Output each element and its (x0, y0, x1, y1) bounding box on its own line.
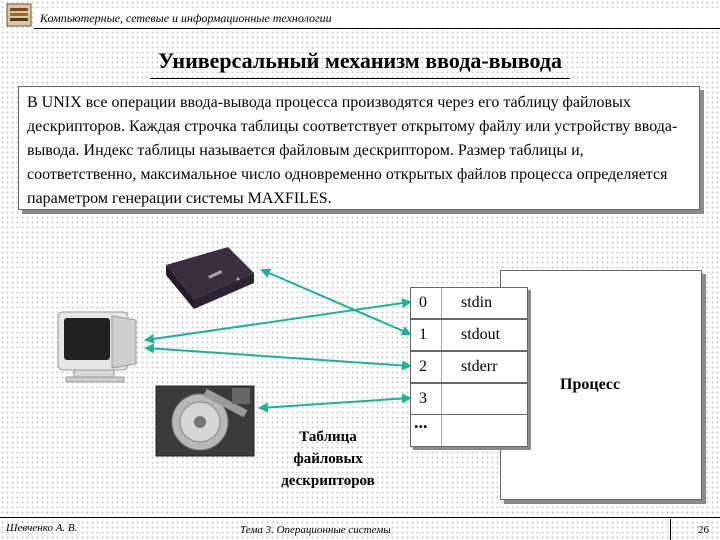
descriptor-name: stdin (461, 294, 493, 311)
column-divider (441, 288, 442, 318)
arrow-stdout-to-tape (260, 268, 412, 336)
table-label-line-3: дескрипторов (281, 473, 375, 489)
topic-title: Тема 3. Операционные системы (240, 524, 391, 536)
column-divider (441, 352, 442, 382)
descriptor-index: 2 (419, 358, 427, 375)
slide-header: Компьютерные, сетевые и информационные т… (0, 0, 720, 30)
descriptor-row-2: 2 stderr (410, 351, 528, 383)
descriptor-index: 1 (419, 326, 427, 343)
descriptor-index: 0 (419, 294, 427, 311)
descriptor-row-0: 0 stdin (410, 287, 528, 319)
arrow-stdin-to-monitor (144, 298, 412, 344)
process-label: Процесс (560, 376, 621, 393)
page-number: 26 (698, 524, 709, 536)
table-ellipsis: ... (414, 412, 428, 432)
descriptor-row-1: 1 stdout (410, 319, 528, 351)
info-text-box: В UNIX все операции ввода-вывода процесс… (18, 86, 700, 210)
process-box (500, 270, 702, 500)
footer-divider (0, 517, 720, 518)
course-title: Компьютерные, сетевые и информационные т… (34, 8, 720, 28)
column-divider (441, 415, 442, 446)
monitor-icon (57, 311, 137, 383)
book-stack-icon (6, 3, 32, 27)
arrow-fd3-to-disk (258, 393, 412, 413)
descriptor-row-more (410, 415, 528, 447)
table-label-line-1: Таблица (299, 429, 357, 445)
column-divider (441, 320, 442, 350)
column-divider (441, 384, 442, 414)
descriptor-name: stderr (461, 358, 498, 375)
descriptor-row-3: 3 (410, 383, 528, 415)
title-underline (150, 78, 570, 79)
header-divider (34, 28, 720, 29)
arrow-stderr-to-monitor (144, 343, 412, 371)
descriptor-index: 3 (419, 390, 427, 407)
table-label-line-2: файловых (293, 451, 363, 467)
author-name: Шевченко А. В. (6, 522, 78, 534)
slide-title: Универсальный механизм ввода-вывода (158, 48, 562, 73)
descriptor-table-label: Таблица файловых дескрипторов (258, 426, 398, 492)
hard-disk-icon (155, 385, 255, 457)
descriptor-name: stdout (461, 326, 501, 343)
page-number-box: 26 (670, 519, 720, 540)
